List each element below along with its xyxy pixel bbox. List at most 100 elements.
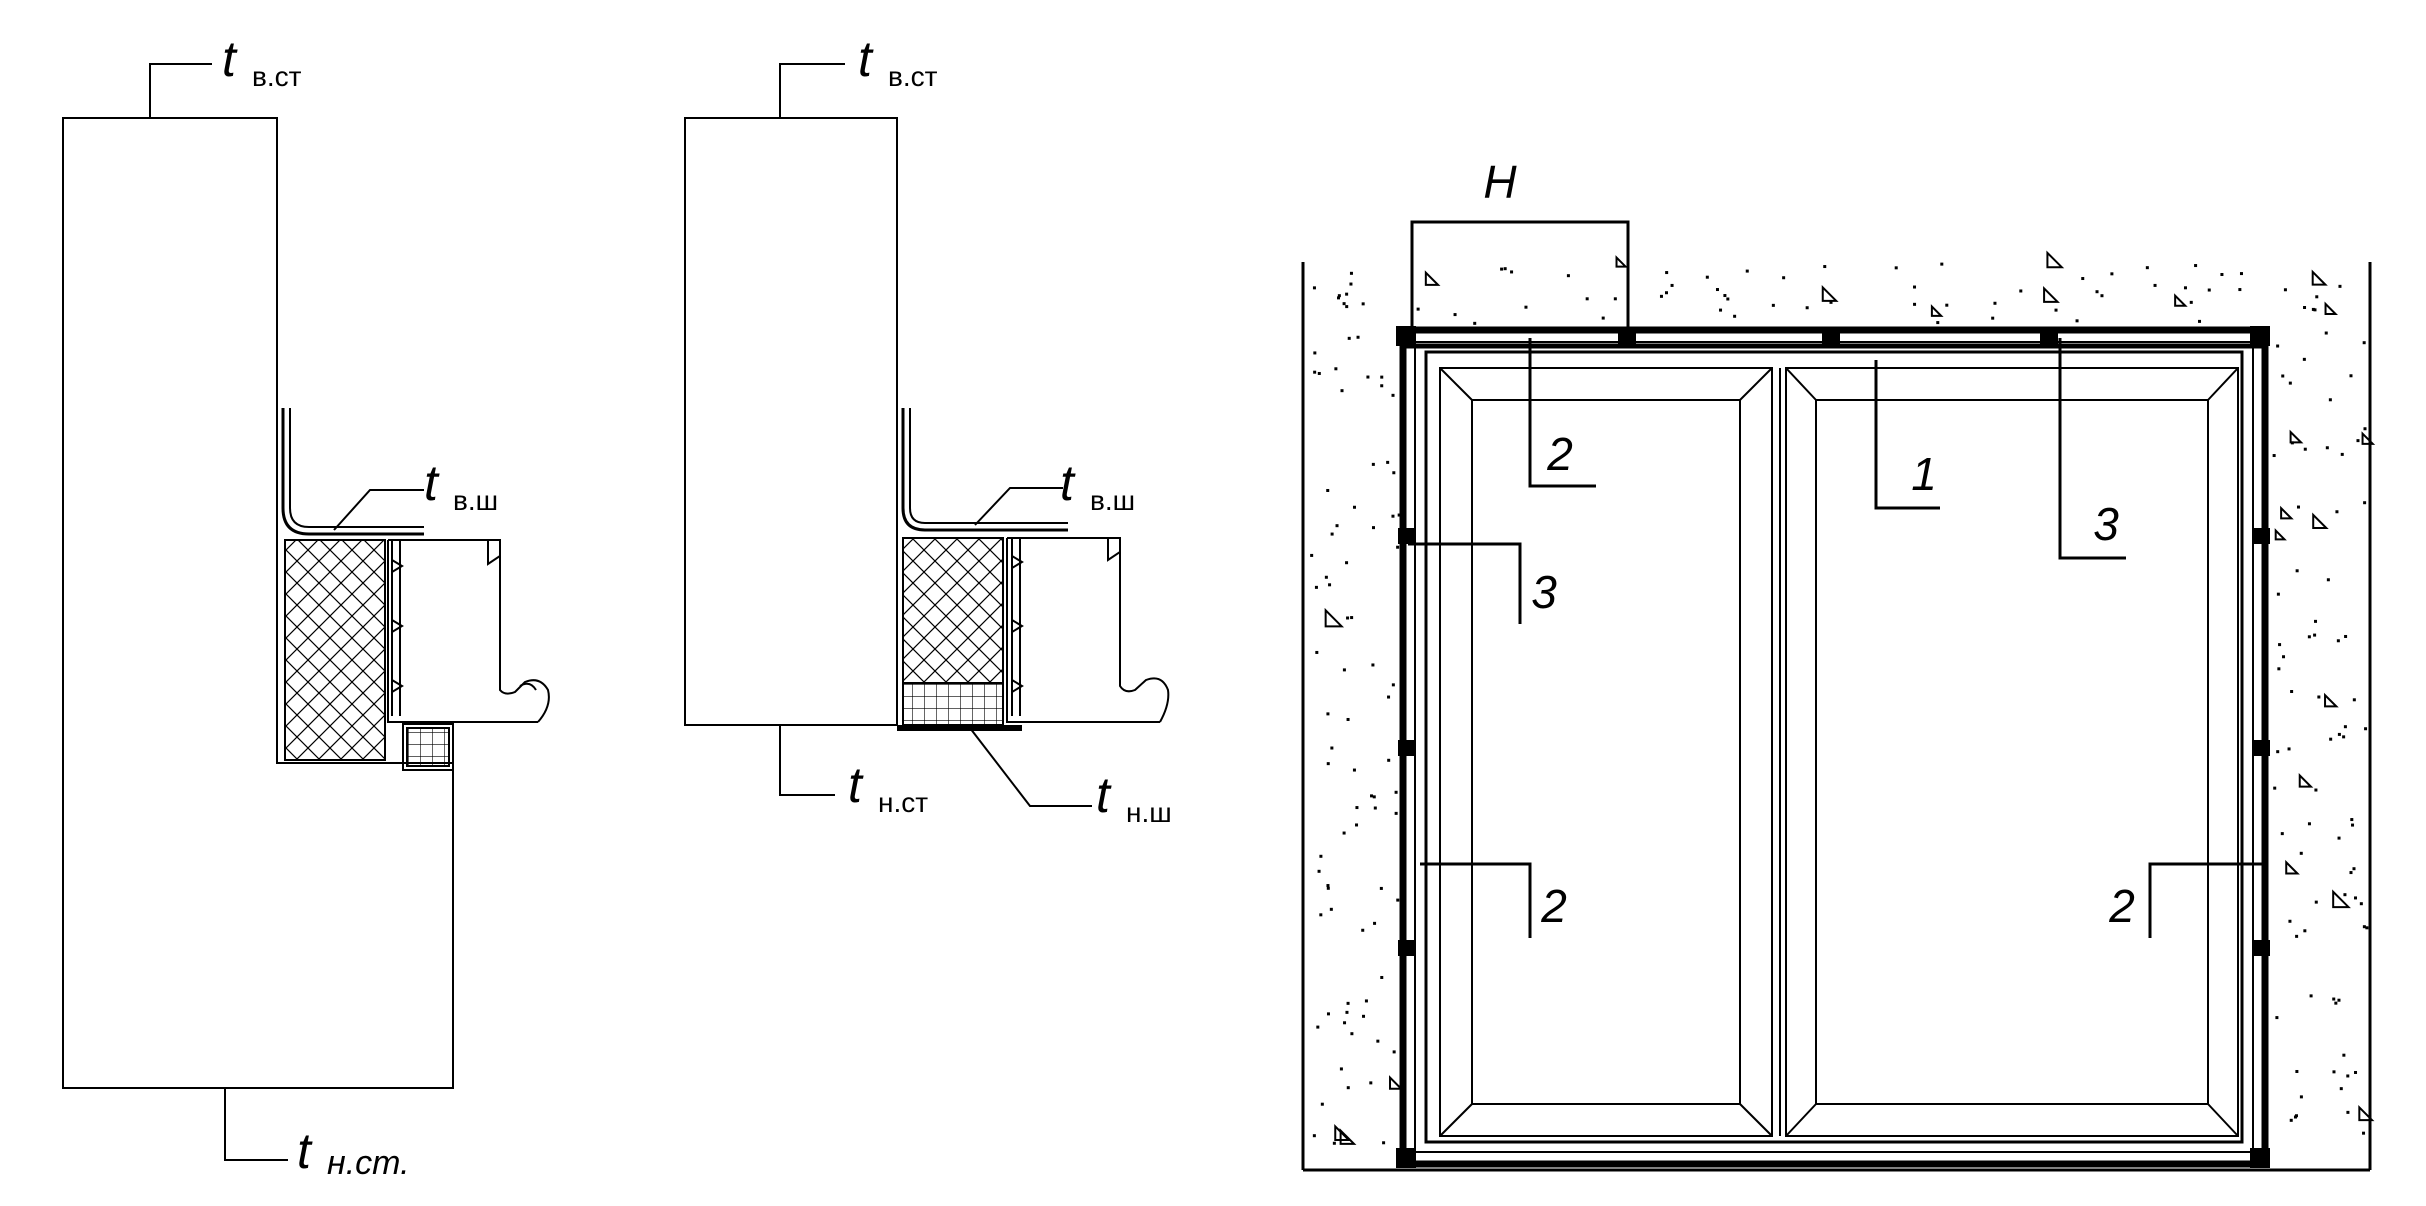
- speckle-dot: [2299, 1095, 2303, 1099]
- callout-1: 1: [1911, 448, 1937, 500]
- speckle-dot: [1991, 316, 1995, 320]
- insulation-foam-2: [902, 537, 1004, 684]
- aggregate-mark: [1821, 284, 1839, 302]
- label-t-joint-inside-1: t в.ш: [424, 455, 498, 516]
- speckle-dot: [2100, 294, 2104, 298]
- speckle-dot: [1387, 695, 1391, 699]
- speckle-dot: [1380, 975, 1384, 979]
- speckle-dot: [2081, 277, 2085, 281]
- speckle-dot: [1372, 795, 1376, 799]
- svg-text:н.ст.: н.ст.: [327, 1144, 410, 1182]
- speckle-dot: [2153, 283, 2157, 287]
- speckle-dot: [1829, 300, 1833, 304]
- speckle-dot: [1771, 303, 1775, 307]
- speckle-dot: [1326, 1012, 1330, 1016]
- speckle-dot: [2351, 823, 2355, 827]
- speckle-dot: [2344, 634, 2348, 638]
- speckle-dot: [1369, 1081, 1373, 1085]
- speckle-dot: [2364, 727, 2368, 731]
- aggregate-mark: [2289, 429, 2304, 444]
- speckle-dot: [1894, 266, 1898, 270]
- speckle-dot: [2335, 510, 2339, 514]
- window-profile-1: [387, 539, 550, 723]
- speckle-dot: [2307, 635, 2311, 639]
- right-sash: [1785, 367, 2239, 1137]
- aggregate-mark: [2046, 250, 2065, 269]
- speckle-dot: [1326, 712, 1330, 716]
- speckle-dot: [1337, 296, 1341, 300]
- aggregate-mark: [1324, 607, 1345, 628]
- speckle-dot: [1355, 823, 1359, 827]
- speckle-dot: [2207, 288, 2211, 292]
- speckle-dot: [2337, 998, 2341, 1002]
- speckle-dot: [1376, 1039, 1380, 1043]
- leader-t-wall-inside-2: [779, 63, 845, 118]
- speckle-dot: [2338, 284, 2342, 288]
- speckle-dot: [2346, 1110, 2350, 1114]
- speckle-dot: [1326, 488, 1330, 492]
- svg-text:t: t: [858, 31, 874, 87]
- speckle-dot: [1664, 291, 1668, 295]
- speckle-dot: [1416, 307, 1420, 311]
- speckle-dot: [2299, 851, 2303, 855]
- speckle-dot: [2273, 786, 2277, 790]
- speckle-dot: [1380, 375, 1384, 379]
- aggregate-mark: [2324, 301, 2338, 315]
- speckle-dot: [2295, 569, 2299, 573]
- speckle-dot: [2362, 341, 2366, 345]
- speckle-dot: [2110, 272, 2114, 276]
- speckle-dot: [1334, 367, 1338, 371]
- sealant-tape-1: [406, 727, 450, 767]
- window-elevation: H: [1301, 156, 2376, 1172]
- speckle-dot: [2289, 1118, 2293, 1122]
- aggregate-mark: [1389, 1075, 1404, 1090]
- speckle-dot: [2290, 441, 2294, 445]
- detail-2-section: t в.ст t в.ш t н.ст t н.ш: [684, 31, 1172, 828]
- speckle-dot: [2329, 737, 2333, 741]
- speckle-dot: [1326, 886, 1330, 890]
- speckle-dot: [1394, 790, 1398, 794]
- speckle-dot: [2276, 592, 2280, 596]
- svg-text:t: t: [848, 757, 864, 813]
- speckle-dot: [1329, 907, 1333, 911]
- speckle-dot: [2276, 344, 2280, 348]
- speckle-dot: [1345, 305, 1349, 309]
- speckle-dot: [2334, 1001, 2338, 1005]
- speckle-dot: [2303, 306, 2307, 310]
- speckle-dot: [1566, 274, 1570, 278]
- speckle-dot: [2275, 1016, 2279, 1020]
- speckle-dot: [2309, 994, 2313, 998]
- speckle-dot: [1315, 650, 1319, 654]
- speckle-dot: [2238, 288, 2242, 292]
- flashing-strip-1: [281, 408, 424, 536]
- speckle-dot: [1665, 271, 1669, 275]
- speckle-dot: [2337, 732, 2341, 736]
- speckle-dot: [1349, 282, 1353, 286]
- speckle-dot: [1350, 1032, 1354, 1036]
- mullion: [1771, 368, 1781, 1136]
- speckle-dot: [2302, 357, 2306, 361]
- speckle-dot: [1312, 286, 1316, 290]
- speckle-dot: [1370, 794, 1374, 798]
- speckle-dot: [2313, 308, 2317, 312]
- speckle-dot: [2336, 639, 2340, 643]
- speckle-dot: [2346, 1074, 2350, 1078]
- speckle-dot: [2362, 925, 2366, 929]
- speckle-dot: [1386, 460, 1390, 464]
- speckle-dot: [1317, 371, 1321, 375]
- speckle-dot: [2294, 1114, 2298, 1118]
- speckle-dot: [1397, 513, 1401, 517]
- speckle-dot: [2295, 934, 2299, 938]
- speckle-dot: [2349, 374, 2353, 378]
- speckle-dot: [2283, 288, 2287, 292]
- speckle-dot: [1352, 768, 1356, 772]
- aggregate-mark: [2358, 1104, 2375, 1122]
- speckle-dot: [2314, 619, 2318, 623]
- aggregate-mark: [1339, 1128, 1357, 1145]
- speckle-dot: [1339, 1067, 1343, 1071]
- speckle-dot: [2075, 319, 2079, 323]
- speckle-dot: [2280, 832, 2284, 836]
- speckle-dot: [1355, 806, 1359, 810]
- speckle-dot: [2303, 447, 2307, 451]
- speckle-dot: [1503, 267, 1507, 271]
